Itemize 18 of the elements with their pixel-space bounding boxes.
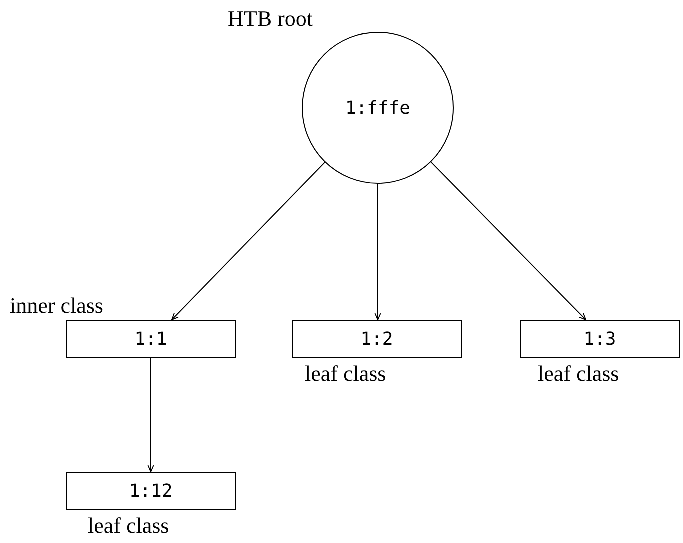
class-box bbox=[520, 320, 680, 358]
class-box bbox=[66, 320, 236, 358]
class-box bbox=[292, 320, 462, 358]
class-id: 1:1 bbox=[134, 328, 168, 350]
class-id: 1:12 bbox=[129, 480, 173, 502]
arrow bbox=[172, 162, 326, 320]
arrow bbox=[430, 162, 586, 320]
class-caption: leaf class bbox=[305, 361, 386, 387]
class-box bbox=[66, 472, 236, 510]
class-id: 1:fffe bbox=[345, 98, 411, 118]
class-id: 1:3 bbox=[584, 328, 616, 350]
class-id: 1:2 bbox=[360, 328, 394, 350]
arrow bbox=[374, 184, 382, 320]
class-caption: HTB root bbox=[228, 6, 313, 32]
arrow bbox=[148, 358, 154, 472]
class-caption: leaf class bbox=[88, 513, 170, 539]
class-caption: leaf class bbox=[538, 361, 620, 387]
class-caption: inner class bbox=[10, 293, 104, 319]
